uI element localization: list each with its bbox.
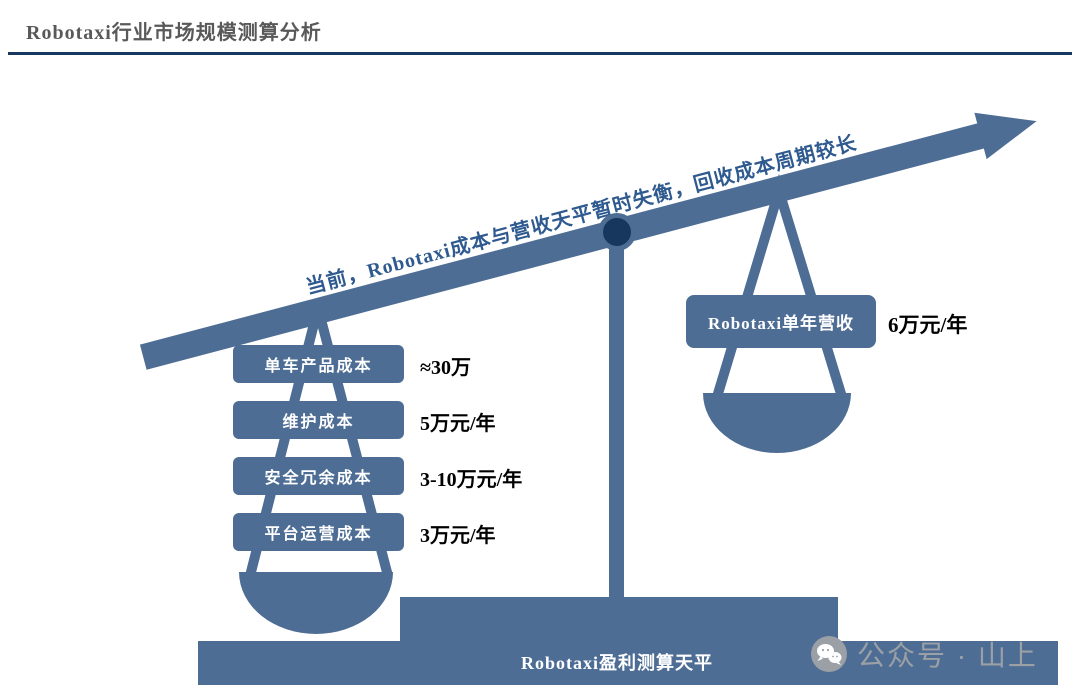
page-title: Robotaxi行业市场规模测算分析 [26, 22, 322, 44]
cost-value-maintenance: 5万元/年 [420, 413, 496, 435]
cost-box-safety-redundancy: 安全冗余成本 [233, 457, 404, 495]
fulcrum-pivot-icon [598, 213, 636, 251]
base-caption: Robotaxi盈利测算天平 [520, 653, 713, 673]
right-hanger-strings [712, 173, 847, 399]
cost-value-vehicle-product: ≈30万 [420, 357, 471, 379]
cost-value-safety-redundancy: 3-10万元/年 [420, 469, 523, 491]
title-divider [8, 52, 1072, 55]
cost-box-vehicle-product: 单车产品成本 [233, 345, 404, 383]
watermark: 公众号 · 山上 [810, 634, 1038, 674]
stand-pedestal [400, 597, 838, 641]
cost-value-platform-operation: 3万元/年 [420, 525, 496, 547]
cost-box-maintenance: 维护成本 [233, 401, 404, 439]
right-pan [703, 393, 851, 453]
revenue-value-annual: 6万元/年 [888, 313, 968, 337]
revenue-box-annual: Robotaxi单年营收 [686, 295, 876, 348]
watermark-text: 公众号 · 山上 [857, 640, 1038, 671]
stand-base [198, 641, 1058, 685]
left-pan [239, 572, 393, 634]
cost-box-platform-operation: 平台运营成本 [233, 513, 404, 551]
wechat-icon [811, 636, 847, 672]
stand-pillar [609, 235, 624, 600]
